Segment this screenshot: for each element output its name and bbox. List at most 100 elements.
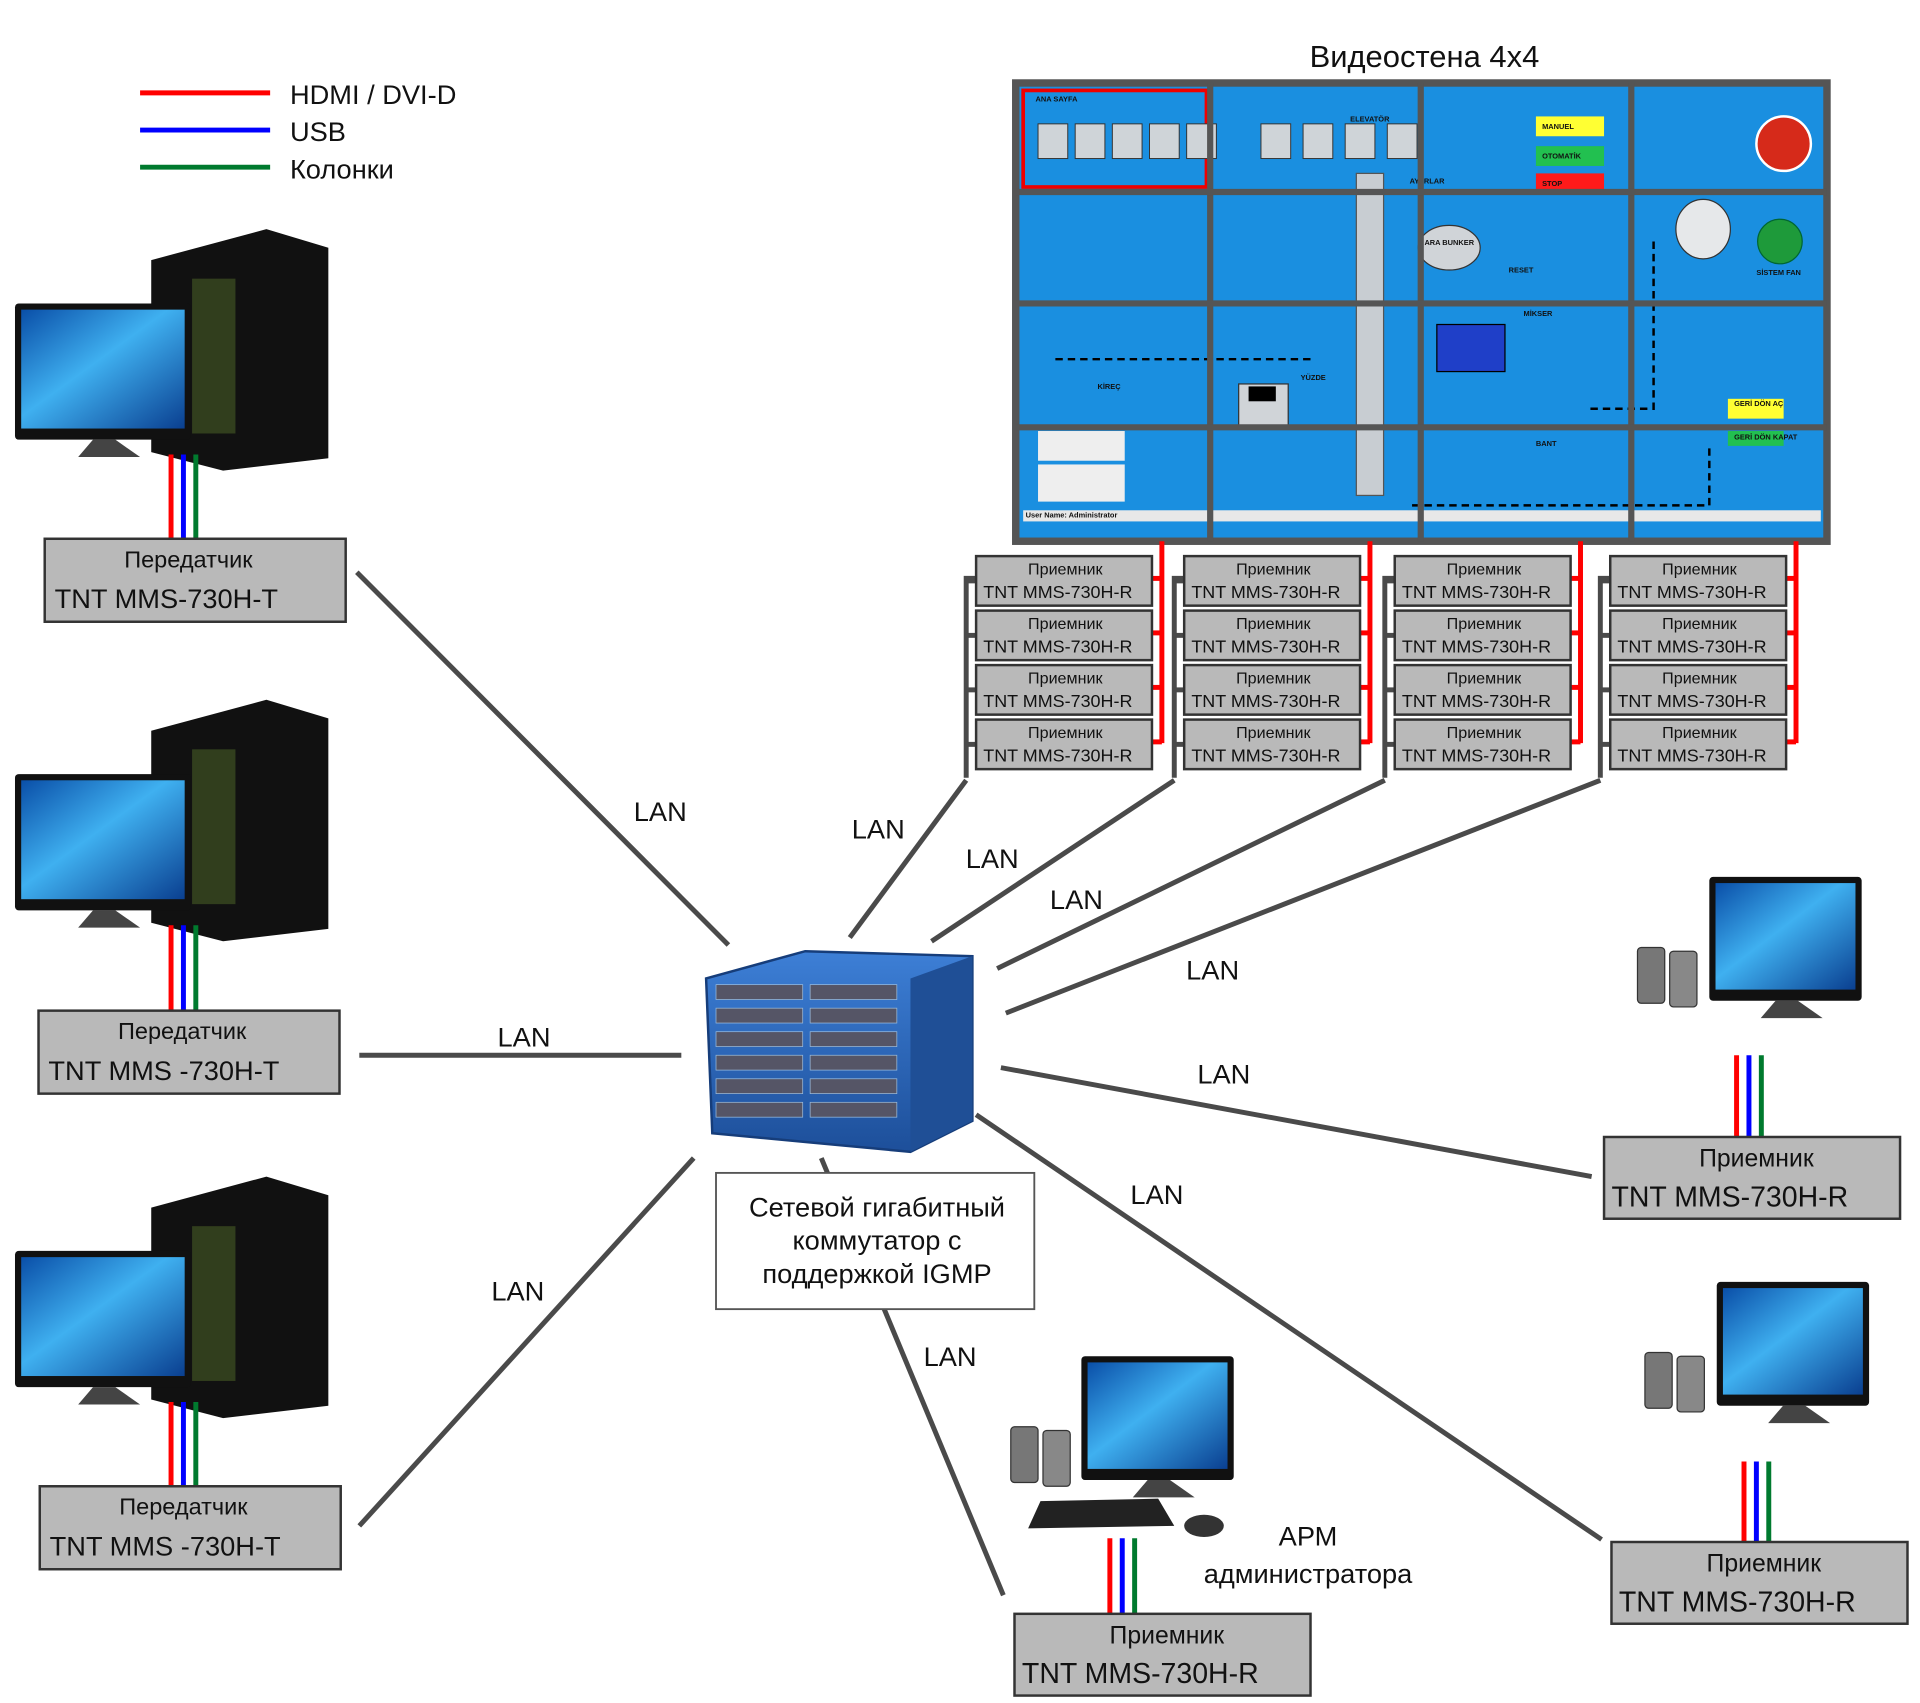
lan-cable: [1000, 1065, 1593, 1180]
scada-label: SİSTEM FAN: [1756, 268, 1801, 277]
svg-text:TNT MMS-730H-T: TNT MMS-730H-T: [55, 583, 279, 614]
svg-text:Колонки: Колонки: [290, 153, 394, 184]
scada-label: RESET: [1509, 265, 1534, 274]
svg-text:TNT MMS -730H-T: TNT MMS -730H-T: [50, 1531, 281, 1562]
svg-text:Приемник: Приемник: [1236, 615, 1311, 633]
svg-text:Передатчик: Передатчик: [118, 1018, 247, 1044]
svg-text:TNT MMS-730H-R: TNT MMS-730H-R: [1191, 691, 1340, 711]
svg-text:Сетевой гигабитный: Сетевой гигабитный: [749, 1191, 1005, 1222]
svg-text:Приемник: Приемник: [1447, 670, 1522, 688]
lan-label: LAN: [498, 1022, 551, 1053]
lan-cable: [996, 778, 1386, 971]
svg-text:TNT MMS-730H-R: TNT MMS-730H-R: [1191, 582, 1340, 602]
lan-label: LAN: [1186, 955, 1239, 986]
svg-text:TNT MMS-730H-R: TNT MMS-730H-R: [1191, 637, 1340, 657]
computer-icon: [14, 699, 329, 942]
speakers-icon: [1644, 1351, 1705, 1413]
scada-label: User Name: Administrator: [1026, 511, 1118, 520]
lan-cable: [974, 1112, 1603, 1542]
svg-text:Приемник: Приемник: [1447, 615, 1522, 633]
svg-text:Приемник: Приемник: [1028, 670, 1103, 688]
svg-text:TNT MMS-730H-R: TNT MMS-730H-R: [1191, 746, 1340, 766]
lan-label: LAN: [634, 796, 687, 827]
scada-label: MİKSER: [1524, 309, 1554, 318]
svg-text:TNT MMS-730H-R: TNT MMS-730H-R: [983, 746, 1132, 766]
svg-text:Приемник: Приемник: [1662, 561, 1737, 579]
svg-text:TNT MMS-730H-R: TNT MMS-730H-R: [1619, 1586, 1856, 1618]
scada-label: STOP: [1542, 179, 1562, 188]
scada-label: KİREÇ: [1097, 382, 1121, 391]
lan-cable: [847, 778, 969, 940]
lan-label: LAN: [852, 813, 905, 844]
svg-text:Приемник: Приемник: [1699, 1146, 1814, 1173]
lan-label: LAN: [1197, 1059, 1250, 1090]
scada-label: ANA SAYFA: [1036, 95, 1079, 104]
svg-text:Приемник: Приемник: [1662, 615, 1737, 633]
speakers-icon: [1010, 1426, 1071, 1487]
svg-text:Приемник: Приемник: [1236, 561, 1311, 579]
scada-label: AYARLAR: [1410, 176, 1446, 185]
legend-item-speakers: Колонки: [140, 153, 394, 184]
svg-text:Приемник: Приемник: [1028, 615, 1103, 633]
svg-text:TNT MMS-730H-R: TNT MMS-730H-R: [983, 582, 1132, 602]
svg-text:Приемник: Приемник: [1447, 561, 1522, 579]
scada-label: GERİ DÖN AÇ: [1734, 399, 1784, 408]
svg-text:TNT MMS -730H-T: TNT MMS -730H-T: [48, 1055, 279, 1086]
computer-icon: [14, 229, 329, 471]
svg-text:TNT MMS-730H-R: TNT MMS-730H-R: [1611, 1181, 1848, 1213]
video-wall: ANA SAYFAELEVATÖRMANUELOTOMATİKSTOPAYARL…: [1012, 79, 1831, 545]
lan-cable: [930, 778, 1176, 944]
svg-text:Приемник: Приемник: [1028, 724, 1103, 742]
lan-label: LAN: [1050, 884, 1103, 915]
svg-text:Приемник: Приемник: [1662, 724, 1737, 742]
svg-text:Приемник: Приемник: [1028, 561, 1103, 579]
network-switch[interactable]: [704, 949, 974, 1154]
scada-label: ELEVATÖR: [1350, 114, 1390, 123]
monitor-icon: [1709, 876, 1862, 1019]
svg-text:Приемник: Приемник: [1110, 1623, 1225, 1650]
lan-connections: [355, 570, 1603, 1597]
lan-label: LAN: [966, 843, 1019, 874]
svg-text:АРМ: АРМ: [1279, 1521, 1338, 1552]
lan-cable: [355, 570, 731, 947]
lan-label: LAN: [491, 1275, 544, 1306]
svg-text:USB: USB: [290, 116, 346, 147]
svg-text:TNT MMS-730H-R: TNT MMS-730H-R: [1402, 637, 1551, 657]
scada-label: OTOMATİK: [1542, 152, 1582, 161]
videowall-title: Видеостена 4x4: [1310, 39, 1540, 74]
svg-text:TNT MMS-730H-R: TNT MMS-730H-R: [983, 637, 1132, 657]
keyboard-mouse-icon: [1028, 1498, 1224, 1538]
lan-label: LAN: [1130, 1179, 1183, 1210]
svg-text:TNT MMS-730H-R: TNT MMS-730H-R: [1402, 582, 1551, 602]
svg-text:поддержкой IGMP: поддержкой IGMP: [762, 1258, 991, 1289]
